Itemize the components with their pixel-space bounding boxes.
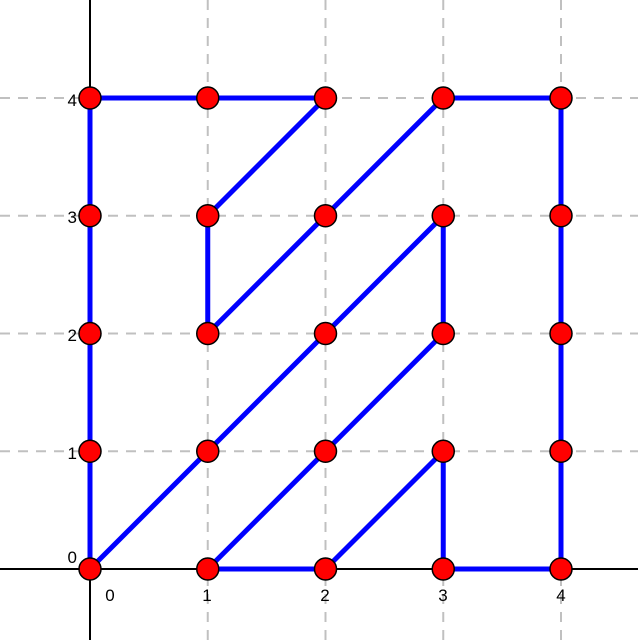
lattice-points — [78, 86, 573, 581]
y-tick-label: 0 — [68, 548, 77, 567]
y-tick-labels: 0 1 2 3 4 — [68, 91, 77, 567]
path-segment — [323, 213, 446, 336]
x-tick-label: 2 — [320, 586, 329, 605]
x-tick-label: 4 — [556, 586, 565, 605]
x-tick-label: 0 — [105, 586, 114, 605]
y-tick-label: 4 — [68, 91, 77, 110]
lattice-point — [196, 86, 220, 110]
lattice-point — [549, 321, 573, 346]
lattice-point — [431, 439, 455, 463]
lattice-point — [78, 204, 102, 228]
y-tick-label: 1 — [68, 444, 77, 463]
lattice-point — [431, 321, 455, 346]
path-segment — [323, 448, 446, 572]
path-segment — [205, 331, 328, 454]
lattice-point — [431, 86, 455, 110]
lattice-point — [313, 321, 338, 346]
lattice-point — [196, 439, 220, 463]
lattice-point — [196, 321, 220, 346]
path-segment — [87, 448, 211, 572]
path-segment — [323, 331, 446, 454]
path-segment — [205, 448, 328, 572]
lattice-point — [549, 86, 573, 110]
lattice-point — [78, 86, 102, 110]
path-segment — [205, 95, 328, 219]
lattice-point — [313, 557, 338, 581]
lattice-point — [196, 204, 220, 228]
lattice-point — [78, 557, 102, 581]
lattice-point — [549, 557, 573, 581]
x-tick-label: 3 — [438, 586, 447, 605]
lattice-point — [431, 557, 455, 581]
x-tick-labels: 0 1 2 3 4 — [105, 586, 565, 605]
y-tick-label: 3 — [68, 208, 77, 227]
lattice-point — [549, 204, 573, 228]
lattice-point — [313, 439, 338, 463]
lattice-point — [78, 321, 102, 346]
path-segment — [323, 95, 446, 219]
x-tick-label: 1 — [202, 586, 211, 605]
path-segments — [87, 95, 564, 572]
lattice-point — [431, 204, 455, 228]
lattice-point — [196, 557, 220, 581]
lattice-point — [313, 204, 338, 228]
lattice-point — [313, 86, 338, 110]
lattice-point — [78, 439, 102, 463]
path-segment — [205, 213, 328, 336]
lattice-point — [549, 439, 573, 463]
y-tick-label: 2 — [68, 326, 77, 345]
